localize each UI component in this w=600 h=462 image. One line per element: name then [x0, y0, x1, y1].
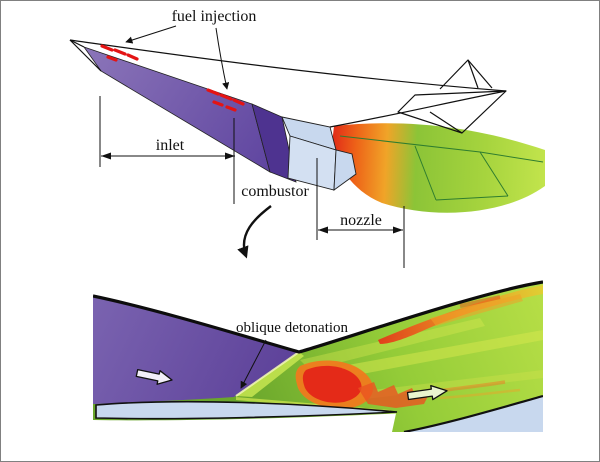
- nozzle-edge-line: [479, 151, 509, 197]
- dimension-arrowhead: [101, 152, 111, 160]
- nozzle-wall-surface: [404, 396, 543, 432]
- aircraft-outline: [69, 39, 507, 134]
- dimension-arrowhead: [318, 226, 328, 234]
- detail-view: oblique detonation: [93, 272, 543, 432]
- fuel-injection-marks: [100, 44, 245, 112]
- fuel-injection-label: fuel injection: [172, 8, 257, 25]
- tail-fin-outline: [439, 59, 493, 90]
- nozzle-edge-line: [414, 145, 437, 201]
- vehicle-schematic: [69, 39, 545, 213]
- exhaust-plume: [332, 123, 545, 213]
- fuel-mark: [100, 44, 114, 52]
- hot-wisp: [459, 295, 501, 308]
- outflow-direction-arrow: [406, 384, 448, 401]
- upper-wall-exterior: [93, 272, 543, 352]
- fuel-injection-leader-1: [125, 25, 177, 44]
- upper-wall-hot-band: [378, 285, 543, 344]
- dimension-arrowhead: [393, 226, 403, 234]
- nose-lower-edge: [69, 39, 102, 72]
- fuel-mark: [219, 93, 233, 101]
- combustor-cowl-lip: [333, 149, 357, 191]
- aft-underside-edge: [329, 90, 507, 128]
- fuel-mark: [225, 105, 237, 112]
- fuel-mark: [106, 55, 118, 62]
- wedge-surface: [95, 400, 398, 420]
- dimension-arrowhead: [225, 152, 235, 160]
- detonation-red-core: [302, 365, 362, 403]
- nozzle-edge-line: [435, 195, 509, 201]
- combustor-section: [281, 116, 357, 191]
- oblique-detonation-leader: [240, 339, 267, 389]
- fuel-injection-leader-2: [215, 27, 230, 90]
- hot-wisp: [430, 294, 523, 326]
- oblique-detonation-front-glow: [236, 352, 304, 397]
- zoom-callout-arrow: [237, 205, 272, 259]
- detonation-streak: [439, 388, 521, 400]
- fuel-mark: [212, 100, 224, 107]
- upper-wall-edge: [93, 280, 543, 354]
- fuel-mark: [113, 48, 127, 56]
- nose-edge: [69, 39, 85, 48]
- streak: [300, 318, 485, 370]
- inlet-duct-entrance: [251, 103, 297, 183]
- inlet-label: inlet: [156, 137, 185, 154]
- inflow-direction-arrow: [135, 368, 173, 385]
- oblique-detonation-label: oblique detonation: [236, 320, 349, 336]
- wedge-exterior: [93, 413, 396, 432]
- detonation-zigzag: [358, 382, 430, 408]
- inlet-dimension: inlet: [99, 96, 235, 167]
- annotations: fuel injection inlet combustor nozzle: [99, 8, 405, 268]
- nozzle-dimension: nozzle: [318, 206, 405, 268]
- elevon-line: [429, 111, 463, 134]
- detonation-structures: [295, 360, 521, 409]
- body-top-edge: [69, 39, 507, 92]
- nozzle-wall-edge: [403, 394, 543, 432]
- streak: [320, 330, 543, 380]
- fuel-mark: [206, 88, 220, 96]
- fuel-mark: [126, 53, 139, 61]
- nozzle-wireframe: [339, 135, 544, 201]
- tail-fin-line: [467, 59, 479, 89]
- nozzle-label: nozzle: [340, 212, 382, 229]
- fuel-mark: [232, 98, 245, 106]
- combustor-label: combustor: [241, 183, 309, 200]
